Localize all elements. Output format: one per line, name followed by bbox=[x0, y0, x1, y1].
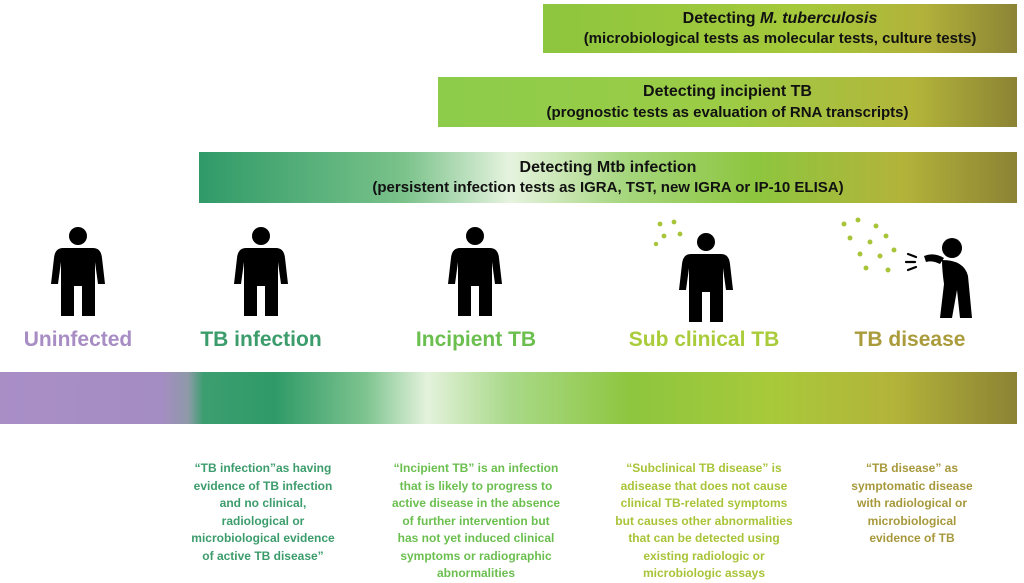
description-line: that is likely to progress to bbox=[399, 478, 553, 493]
description-line: “Subclinical TB disease” is bbox=[626, 461, 782, 475]
description-line: but causes other abnormalities bbox=[615, 513, 793, 528]
description-line: that can be detected using bbox=[628, 531, 780, 545]
stage-label-tb-disease: TB disease bbox=[854, 328, 966, 351]
description-line: “Incipient TB” is an infection bbox=[393, 461, 559, 475]
description-line: and no clinical, bbox=[219, 496, 307, 510]
stage-label-incipient-tb: Incipient TB bbox=[415, 328, 537, 351]
band-mtb-subtitle: (microbiological tests as molecular test… bbox=[583, 30, 977, 48]
droplet-cluster bbox=[841, 217, 897, 273]
description-line: evidence of TB infection bbox=[193, 478, 333, 493]
person-icon bbox=[448, 227, 502, 316]
description-line: has not yet induced clinical bbox=[397, 531, 555, 545]
band-incipient-title: Detecting incipient TB bbox=[643, 83, 812, 101]
band-mtb-title: Detecting M. tuberculosis bbox=[682, 9, 878, 27]
description-line: abnormalities bbox=[436, 566, 516, 580]
disease-spectrum-bar bbox=[0, 372, 1017, 424]
description-line: adisease that does not cause bbox=[620, 478, 788, 493]
droplet-cluster bbox=[653, 219, 683, 247]
description-line: “TB infection”as having bbox=[194, 461, 332, 475]
description-line: microbiological evidence bbox=[191, 531, 335, 545]
band-detecting-mtuberculosis: Detecting M. tuberculosis (microbiologic… bbox=[543, 4, 1017, 53]
description-line: clinical TB-related symptoms bbox=[620, 496, 788, 510]
description-tb-infection: “TB infection”as having evidence of TB i… bbox=[183, 460, 343, 565]
band-infection-title: Detecting Mtb infection bbox=[519, 158, 697, 176]
band-incipient-subtitle: (prognostic tests as evaluation of RNA t… bbox=[546, 103, 909, 121]
sneeze-lines bbox=[904, 252, 918, 272]
description-line: microbiologic assays bbox=[642, 566, 766, 580]
description-line: with radiological or bbox=[856, 496, 967, 510]
description-line: symptomatic disease bbox=[851, 478, 973, 493]
person-icon bbox=[234, 227, 288, 316]
description-line: radiological or bbox=[221, 513, 305, 528]
description-line: active disease in the absence bbox=[391, 496, 561, 510]
description-subclinical-tb: “Subclinical TB disease” is adisease tha… bbox=[615, 460, 793, 583]
description-line: “TB disease” as bbox=[865, 461, 959, 475]
description-line: of active TB disease” bbox=[202, 548, 324, 563]
stage-label-tb-infection: TB infection bbox=[200, 328, 322, 351]
person-icon bbox=[51, 227, 105, 316]
band-infection-subtitle: (persistent infection tests as IGRA, TST… bbox=[372, 179, 844, 197]
band-detecting-mtb-infection: Detecting Mtb infection (persistent infe… bbox=[199, 152, 1017, 203]
stage-label-subclinical-tb: Sub clinical TB bbox=[628, 328, 780, 351]
description-line: microbiological bbox=[867, 513, 957, 528]
stage-label-uninfected: Uninfected bbox=[23, 328, 133, 351]
description-line: existing radiologic or bbox=[643, 548, 765, 563]
description-line: evidence of TB bbox=[869, 531, 955, 545]
description-incipient-tb: “Incipient TB” is an infection that is l… bbox=[386, 460, 566, 583]
person-coughing-icon bbox=[653, 219, 733, 322]
description-tb-disease: “TB disease” as symptomatic disease with… bbox=[842, 460, 982, 548]
description-line: of further intervention but bbox=[402, 513, 550, 528]
person-sneezing-icon bbox=[841, 217, 972, 318]
band-detecting-incipient-tb: Detecting incipient TB (prognostic tests… bbox=[438, 77, 1017, 127]
description-line: symptoms or radiographic bbox=[400, 548, 552, 563]
